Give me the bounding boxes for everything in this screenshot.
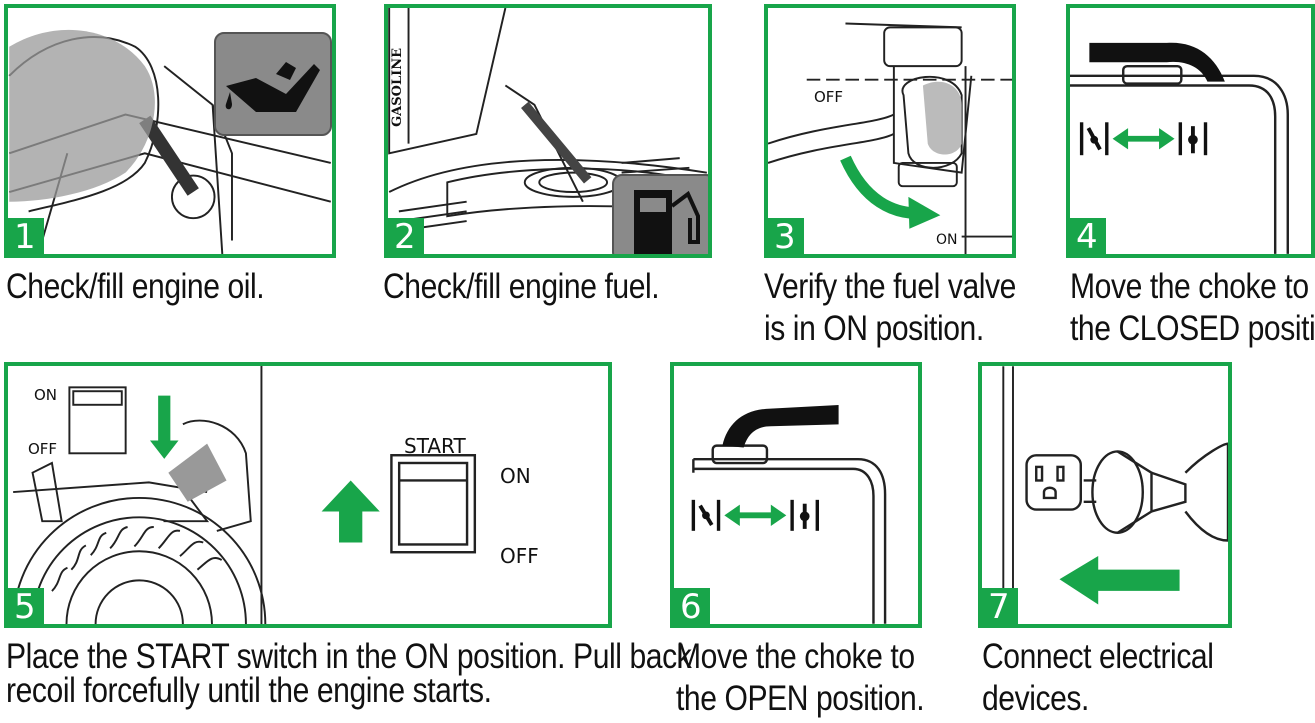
step-5-caption: Place the START switch in the ON positio…: [6, 637, 692, 710]
start-switch-title: START: [404, 434, 466, 458]
oil-check-illustration: [8, 29, 332, 254]
step-6-caption: Move the choke to the OPEN position.: [676, 637, 925, 718]
outlet-icon: [1025, 454, 1082, 511]
small-switch-off-label: OFF: [28, 440, 58, 458]
start-switch-off-label: OFF: [500, 544, 539, 568]
choke-symbol-icon: [691, 499, 819, 531]
step-2-caption: Check/fill engine fuel.: [383, 267, 660, 306]
small-switch-on-label: ON: [34, 386, 58, 404]
choke-open-illustration: [691, 404, 887, 624]
step-5-panel: ON OFF START ON OFF 5: [4, 362, 612, 628]
gasoline-can-label: GASOLINE: [390, 48, 405, 127]
step-7-panel: 7: [978, 362, 1232, 628]
choke-symbol-icon: [1079, 122, 1208, 156]
recoil-start-illustration: [12, 366, 477, 624]
step-1-panel: 1: [4, 4, 336, 258]
step-2-panel: GASOLINE 2: [384, 4, 712, 258]
valve-on-label: ON: [936, 232, 958, 248]
fuel-pump-icon: [612, 174, 708, 254]
step-3-panel: OFF ON 3: [764, 4, 1016, 258]
valve-off-label: OFF: [814, 88, 844, 106]
choke-closed-illustration: [1070, 42, 1289, 254]
step-number: 4: [1070, 218, 1106, 254]
step-4-panel: 4: [1066, 4, 1315, 258]
oil-can-icon: [214, 32, 332, 136]
step-4-caption: Move the choke to the CLOSED position.: [1070, 267, 1315, 348]
step-3-caption: Verify the fuel valve is in ON position.: [764, 267, 1016, 348]
step-number: 2: [388, 218, 424, 254]
step-number: 7: [982, 588, 1018, 624]
step-6-panel: 6: [670, 362, 922, 628]
step-number: 1: [8, 218, 44, 254]
start-switch-on-label: ON: [500, 464, 531, 488]
step-7-caption: Connect electrical devices.: [982, 637, 1214, 718]
fuel-fill-illustration: [388, 8, 707, 232]
fuel-valve-illustration: [768, 22, 1012, 254]
plug-in-illustration: [1002, 366, 1228, 624]
step-number: 3: [768, 218, 804, 254]
step-1-caption: Check/fill engine oil.: [6, 267, 265, 306]
step-number: 6: [674, 588, 710, 624]
step-number: 5: [8, 588, 44, 624]
